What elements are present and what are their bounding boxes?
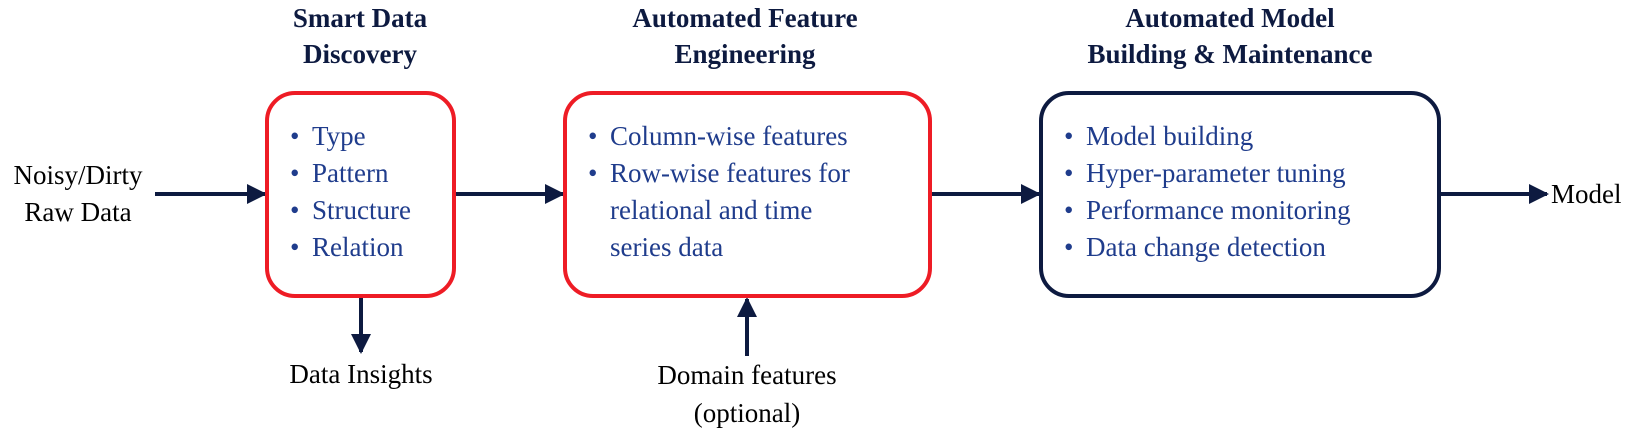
stage-1-title-line1: Smart Data [292,3,428,33]
list-item: • Model building [1064,118,1351,155]
bullet-icon: • [588,158,598,188]
domain-features-line2: (optional) [693,398,801,428]
bullet-icon: • [290,121,300,151]
input-label-line2: Raw Data [24,197,132,227]
list-item-text: Structure [312,195,411,225]
bullet-icon: • [1064,232,1074,262]
list-item: • Row-wise features for [588,155,850,192]
insights-label: Data Insights [289,359,433,389]
list-item-text: Pattern [312,158,389,188]
list-item-text: relational and time [610,195,813,225]
list-item-text: Hyper-parameter tuning [1086,158,1346,188]
stage-2-title-line2: Engineering [674,39,816,69]
list-item: • Type [290,118,411,155]
bullet-icon: • [1064,121,1074,151]
list-item-text: Model building [1086,121,1254,151]
stage-2-list: • Column-wise features • Row-wise features… [588,118,850,266]
list-item: • Performance monitoring [1064,192,1351,229]
bullet-icon: • [290,195,300,225]
domain-features-label: Domain features (optional) [617,356,877,432]
domain-features-line1: Domain features [657,360,837,390]
input-label: Noisy/Dirty Raw Data [0,157,156,231]
list-item: • Pattern [290,155,411,192]
stage-2-title: Automated Feature Engineering [580,0,910,72]
bullet-icon: • [1064,195,1074,225]
input-label-line1: Noisy/Dirty [13,160,143,190]
stage-2-box [563,91,932,298]
stage-3-box [1039,91,1441,298]
stage-3-title-line1: Automated Model [1125,3,1335,33]
list-item-continuation: series data [588,229,850,266]
stage-1-box [265,91,456,298]
list-item: • Relation [290,229,411,266]
stage-2-title-line1: Automated Feature [632,3,858,33]
stage-1-list: • Type • Pattern • Structure • Relation [290,118,411,266]
list-item: • Data change detection [1064,229,1351,266]
stage-1-title: Smart Data Discovery [230,0,490,72]
list-item-text: Data change detection [1086,232,1326,262]
output-label: Model [1551,179,1622,209]
stage-3-list: •Model building •Hyper-parameter tuning … [1064,118,1351,266]
list-item: • Structure [290,192,411,229]
stage-1-title-line2: Discovery [303,39,417,69]
stage-3-title-line2: Building & Maintenance [1087,39,1373,69]
list-item-text: series data [610,232,724,262]
list-item-text: Type [312,121,366,151]
list-item-text: Performance monitoring [1086,195,1351,225]
list-item-text: Relation [312,232,404,262]
bullet-icon: • [588,121,598,151]
list-item-text: Row-wise features for [610,158,850,188]
list-item-text: Column-wise features [610,121,848,151]
bullet-icon: • [290,232,300,262]
stage-3-title: Automated Model Building & Maintenance [1030,0,1430,72]
bullet-icon: • [1064,158,1074,188]
list-item: • Hyper-parameter tuning [1064,155,1351,192]
bullet-icon: • [290,158,300,188]
list-item: • Column-wise features [588,118,850,155]
list-item-continuation: relational and time [588,192,850,229]
